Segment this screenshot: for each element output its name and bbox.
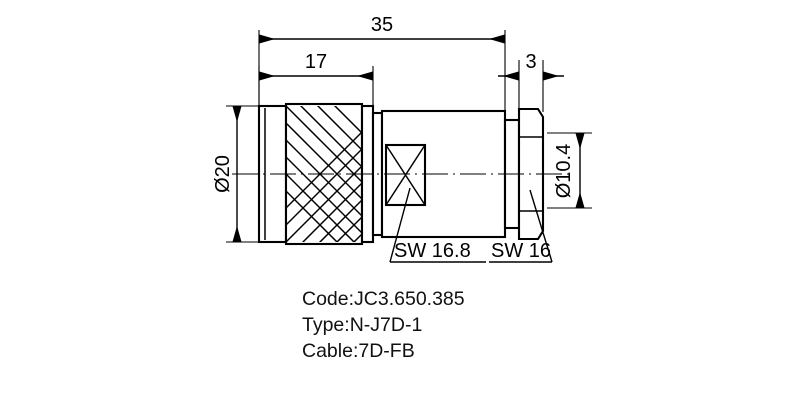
knurl-hatch-pattern [286,106,362,242]
dim-label-rear-hex-diameter: Ø10.4 [553,144,575,198]
dimension-rear-nut-width: 3 [498,51,564,112]
info-code-line: Code:JC3.650.385 [302,288,465,310]
info-type-line: Type:N-J7D-1 [302,314,422,336]
dim-label-nut-length: 17 [305,51,327,73]
leader-line-sw168 [389,187,411,263]
dimension-coupling-nut-diameter: Ø20 [212,105,286,243]
front-hex-x-stroke-b [385,144,426,206]
callout-label-sw16: SW 16 [491,240,551,262]
dim-label-coupling-nut-diameter: Ø20 [212,155,234,193]
callout-label-sw168: SW 16.8 [394,240,471,262]
info-block: Code:JC3.650.385 Type:N-J7D-1 Cable:7D-F… [302,288,465,362]
callout-front-hex-flats: SW 16.8 [389,187,486,263]
leader-line-sw16 [529,189,553,263]
info-cable-line: Cable:7D-FB [302,340,415,362]
dimension-nut-length: 17 [258,51,374,112]
dim-label-overall-length: 35 [371,14,393,36]
callout-rear-hex-flats: SW 16 [489,189,553,263]
dim-label-rear-nut-width: 3 [525,51,536,73]
dimension-overall-length: 35 [258,14,506,118]
dimension-rear-hex-diameter: Ø10.4 [547,132,592,209]
connector-body-geometry [232,102,573,246]
